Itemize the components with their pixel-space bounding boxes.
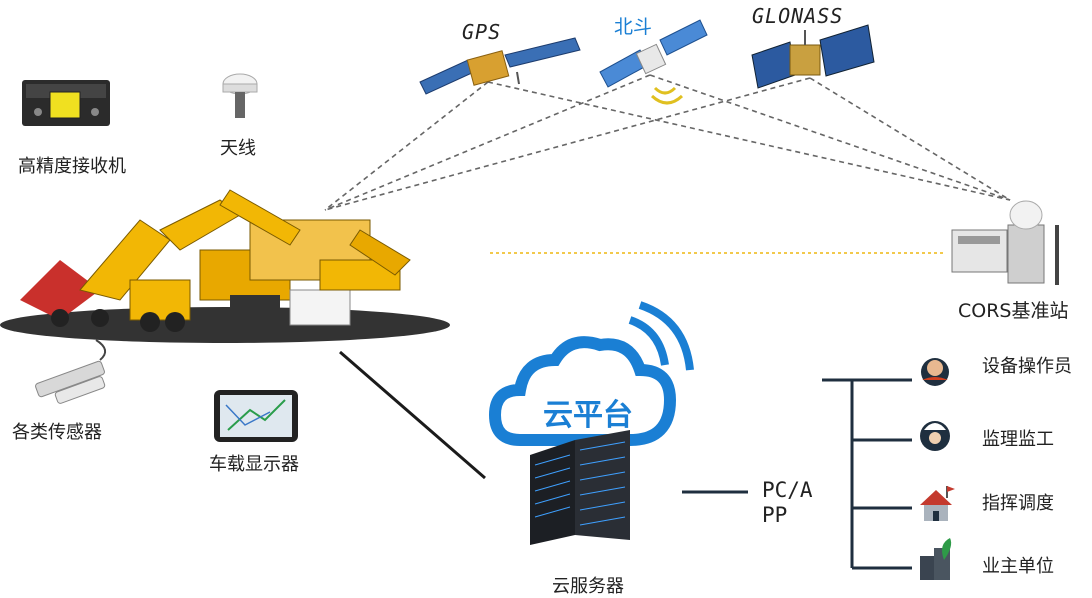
cloud-platform-icon (488, 301, 694, 446)
antenna-label: 天线 (220, 138, 256, 159)
tablet-display-icon (214, 390, 298, 442)
pc-app-label-line1: PC/A (762, 478, 813, 502)
display-label: 车载显示器 (209, 454, 299, 475)
gps-label: GPS (462, 20, 502, 44)
cloud-server-label: 云服务器 (552, 576, 624, 597)
role-supervisor-label: 监理监工 (982, 429, 1054, 450)
receiver-device-icon (22, 80, 110, 126)
gps-satellite-icon (419, 37, 581, 95)
dispatch-house-icon (920, 486, 955, 521)
glonass-label: GLONASS (752, 4, 844, 28)
role-operator-label: 设备操作员 (982, 356, 1072, 377)
role-owner-label: 业主单位 (982, 556, 1054, 577)
machinery-server-link (339, 350, 486, 480)
beidou-satellite-icon (599, 19, 708, 105)
receiver-label: 高精度接收机 (18, 156, 126, 177)
beidou-label: 北斗 (614, 16, 653, 38)
signal-lines (324, 74, 1011, 211)
glonass-satellite-icon (751, 24, 875, 89)
operator-icon (921, 358, 949, 386)
antenna-icon (222, 73, 258, 118)
server-rack-icon (530, 430, 630, 545)
cors-label: CORS基准站 (958, 300, 1069, 322)
supervisor-icon (920, 421, 950, 451)
sensors-label: 各类传感器 (12, 422, 102, 443)
cors-station-icon (951, 200, 1059, 285)
roles-bracket (822, 378, 912, 570)
role-dispatch-label: 指挥调度 (982, 493, 1054, 514)
cloud-platform-label: 云平台 (543, 398, 633, 433)
owner-building-icon (920, 538, 952, 580)
pc-app-label-line2: PP (762, 503, 788, 527)
construction-machinery-image (0, 189, 450, 343)
sensor-icon (35, 339, 107, 404)
